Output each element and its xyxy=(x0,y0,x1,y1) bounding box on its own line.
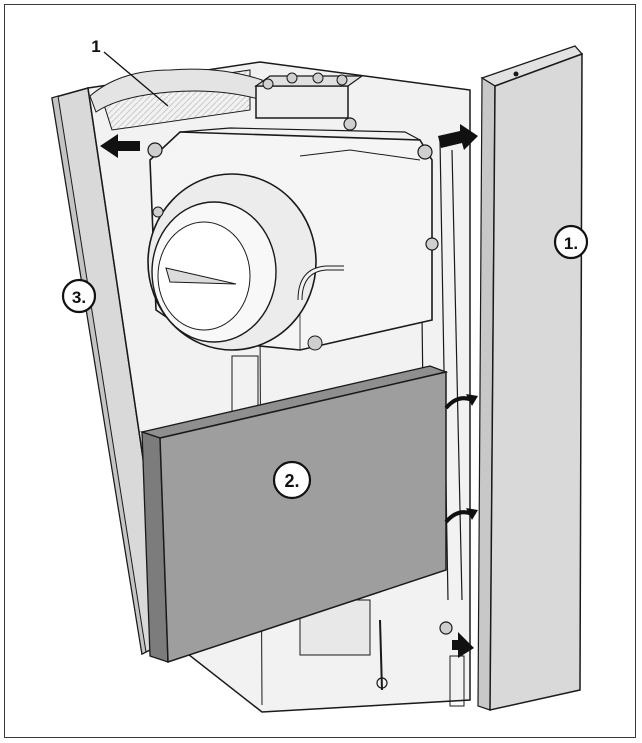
callout-label-1: 1 xyxy=(91,37,100,56)
right-side-panel xyxy=(477,45,584,711)
curved-arrow-icon xyxy=(444,508,478,524)
step-circle-3 xyxy=(61,278,97,314)
arrow-right-icon xyxy=(452,632,474,658)
step-circle-1 xyxy=(553,224,589,260)
fixing-screws xyxy=(147,117,453,635)
arrow-left-icon xyxy=(100,134,140,158)
step-circle-2 xyxy=(272,460,312,500)
fan-housing xyxy=(147,127,433,351)
front-cover-panel xyxy=(139,365,449,664)
top-manifold xyxy=(254,72,364,119)
step-label-2: 2. xyxy=(284,471,299,491)
curved-arrow-icon xyxy=(444,394,478,410)
callout-leader-line xyxy=(103,51,169,107)
step-label-1: 1. xyxy=(564,234,578,253)
step-label-3: 3. xyxy=(72,288,86,307)
arrow-right-icon xyxy=(438,124,478,150)
